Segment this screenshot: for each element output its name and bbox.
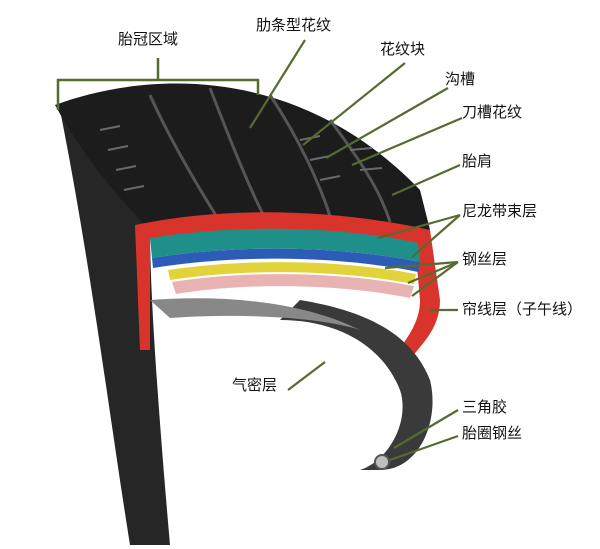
label-apex: 三角胶 (462, 398, 508, 416)
tread-sipes (99, 125, 383, 191)
leader-lines (249, 39, 463, 462)
label-steel: 钢丝层 (462, 250, 508, 268)
label-nylon: 尼龙带束层 (462, 202, 538, 220)
label-crown: 胎冠区域 (118, 30, 179, 48)
blue-belt-layer (152, 248, 420, 272)
tire-sidewall-right (280, 300, 433, 470)
tire-sidewall-left (60, 110, 170, 545)
inner-liner (150, 298, 360, 330)
tire-tread (55, 83, 430, 230)
label-sipe: 刀槽花纹 (462, 103, 523, 121)
bead-wire (374, 454, 390, 470)
label-ply: 帘线层（子午线） (462, 300, 583, 318)
label-liner: 气密层 (232, 376, 278, 394)
tire-red-layer (135, 212, 440, 360)
ply-layer (172, 274, 414, 298)
label-shoulder: 胎肩 (462, 152, 493, 170)
label-block: 花纹块 (380, 40, 426, 58)
tread-grooves (148, 87, 392, 223)
label-groove: 沟槽 (445, 70, 476, 88)
label-rib: 肋条型花纹 (256, 16, 332, 34)
steel-belt-layer (168, 262, 416, 284)
nylon-band-layer (150, 228, 420, 262)
label-bead: 胎圈钢丝 (462, 424, 523, 442)
crown-bracket (56, 58, 260, 110)
